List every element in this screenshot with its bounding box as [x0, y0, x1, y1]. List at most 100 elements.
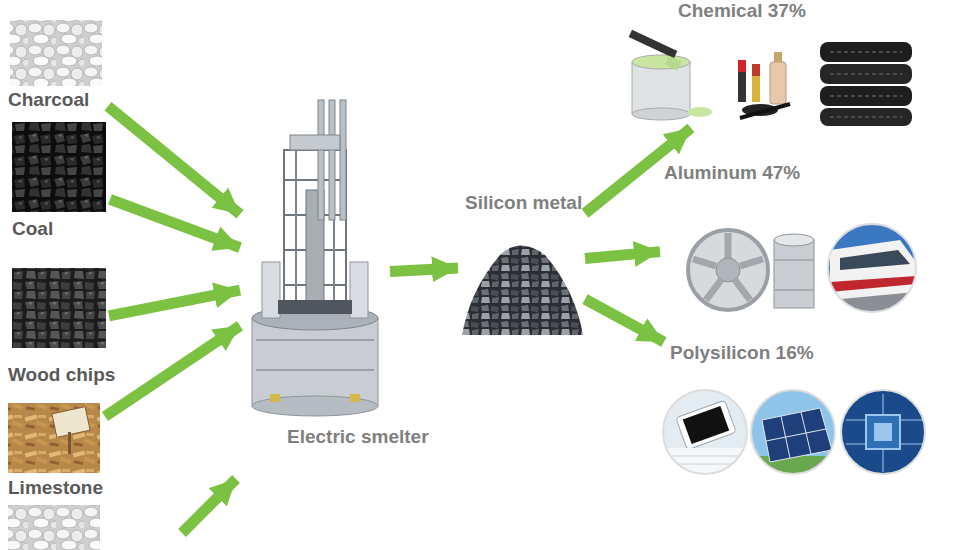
smelter-illustration [284, 150, 346, 310]
polysilicon-products [662, 390, 748, 478]
polysilicon-products [846, 444, 866, 445]
input-material: Coal [8, 118, 110, 243]
input-photos [12, 268, 106, 348]
flow-arrow [110, 199, 240, 247]
smelter-illustration [290, 135, 340, 150]
decorative-arrow [182, 479, 236, 533]
aluminum-products [774, 240, 814, 308]
smelter-illustration [350, 394, 360, 402]
polysilicon-products [663, 390, 747, 474]
aluminum-products [830, 240, 916, 300]
polysilicon-products [900, 444, 922, 445]
chemical-products [752, 64, 760, 76]
node-label: Charcoal [8, 89, 89, 111]
chemical-products [665, 56, 682, 71]
chemical-products [738, 60, 746, 72]
smelter-illustration [278, 300, 352, 314]
chemical-products [770, 62, 786, 104]
polysilicon-products [840, 390, 926, 476]
input-material: Charcoal [5, 15, 108, 113]
chemical-products [629, 30, 912, 126]
tire-stack [820, 64, 912, 84]
decorative-arrow [182, 479, 236, 533]
smelter-illustration [252, 100, 378, 416]
chemical-products [629, 30, 678, 58]
polysilicon-products [762, 408, 832, 462]
polysilicon-products [676, 400, 736, 450]
flow-arrow [585, 299, 664, 342]
chemical-products [632, 62, 690, 114]
aluminum-products [735, 280, 750, 300]
smelter-illustration [295, 150, 297, 310]
flow-arrow [105, 326, 240, 417]
aluminum-products [774, 234, 814, 246]
polysilicon-products [683, 406, 729, 444]
smelter-illustration [350, 262, 368, 318]
smelter-illustration [318, 100, 324, 220]
chemical-products [740, 104, 790, 118]
input-photos [8, 20, 106, 550]
polysilicon-products [840, 390, 926, 476]
tire-stack [820, 86, 912, 106]
flow-arrow [108, 106, 240, 214]
input-photos [10, 20, 102, 86]
input-material: Wood chips [5, 264, 109, 388]
silicon-pile [462, 246, 583, 336]
tire-stack [830, 116, 902, 118]
node-label: Electric smelter [287, 426, 429, 448]
aluminum-products [688, 222, 918, 314]
polysilicon-products [900, 420, 922, 421]
polysilicon-products [866, 415, 900, 449]
polysilicon-products [664, 456, 748, 457]
chemical-products [632, 108, 690, 120]
end-use: Polysilicon 16% [655, 342, 930, 482]
tire-stack [820, 42, 912, 62]
aluminum-products [688, 230, 768, 310]
polysilicon-products [750, 390, 836, 476]
polysilicon-products [662, 390, 926, 478]
smelter-illustration [256, 339, 374, 341]
chemical-products [752, 76, 760, 102]
aluminum-products [830, 276, 916, 292]
aluminum-products [828, 224, 916, 312]
input-photos [12, 122, 106, 212]
tire-stack [830, 51, 902, 53]
sign-board [52, 407, 90, 454]
chemical-products [632, 55, 690, 69]
polysilicon-products [846, 420, 866, 421]
node-label: Silicon metal [465, 192, 582, 214]
smelter: Electric smelter [240, 98, 390, 453]
polysilicon-products [883, 449, 884, 472]
smelter-illustration [284, 179, 346, 181]
silicon-pile [462, 246, 583, 336]
flow-arrow [390, 268, 458, 272]
chemical-products [738, 72, 746, 102]
input-photos [8, 403, 100, 473]
flow-arrow [109, 290, 240, 316]
aluminum-products [774, 259, 814, 261]
aluminum-products [740, 259, 763, 266]
node-label: Chemical 37% [678, 0, 806, 22]
chemical-products [688, 107, 712, 117]
input-photos [8, 505, 100, 550]
smelter-illustration [252, 318, 378, 406]
aluminum-products [774, 289, 814, 291]
polysilicon-products [883, 394, 884, 415]
aluminum-products [826, 222, 918, 314]
polysilicon-products [841, 390, 925, 474]
node-label: Aluminum 47% [664, 162, 800, 184]
node-label: Polysilicon 16% [670, 342, 814, 364]
aluminum-products [693, 259, 716, 266]
polysilicon-products [874, 423, 892, 441]
aluminum-products [840, 250, 910, 270]
product: Silicon metal [458, 192, 585, 337]
flow-arrow [585, 252, 660, 259]
node-label: Wood chips [8, 364, 115, 386]
chemical-products [774, 52, 782, 62]
sign-board [68, 432, 71, 454]
polysilicon-products [766, 429, 826, 441]
aluminum-products [725, 233, 732, 258]
